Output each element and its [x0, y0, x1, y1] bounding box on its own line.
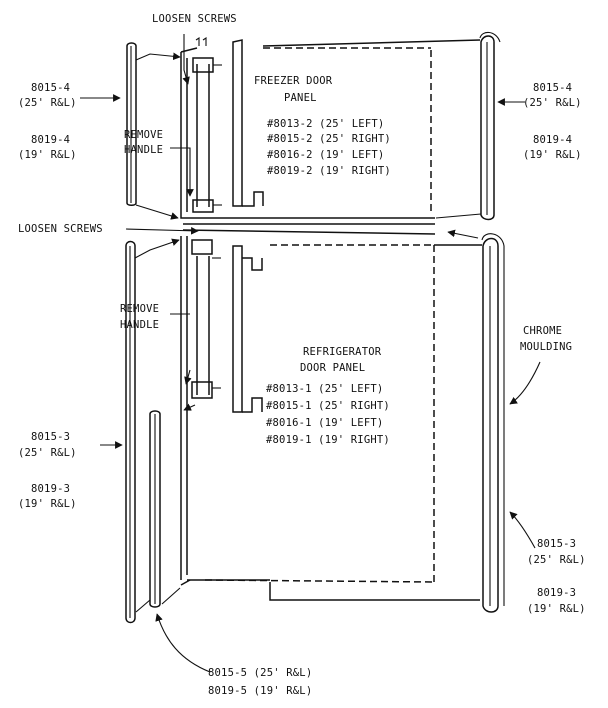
right-top-moulding [435, 31, 525, 221]
left-bottom-b-line2: (19' R&L) [18, 498, 77, 510]
freezer-part-2: #8015-2 (25' RIGHT) [267, 133, 391, 145]
left-top-b-line2: (19' R&L) [18, 149, 77, 161]
remove-handle-bottom-line2: HANDLE [120, 319, 159, 331]
right-bottom-a-line1: 8015-3 [537, 538, 576, 550]
remove-handle-top-line2: HANDLE [124, 144, 163, 156]
loosen-screws-middle-label: LOOSEN SCREWS [18, 223, 103, 235]
bottom-part-line2: 8019-5 (19' R&L) [208, 685, 312, 697]
remove-handle-top-line1: REMOVE [124, 129, 163, 141]
refrigerator-title-line1: REFRIGERATOR [303, 346, 382, 358]
refrigerator-door [170, 236, 482, 601]
freezer-title-line2: PANEL [284, 92, 317, 104]
right-bottom-moulding [481, 233, 541, 613]
left-top-moulding [80, 42, 181, 220]
chrome-moulding-line2: MOULDING [520, 341, 572, 353]
right-bottom-b-line1: 8019-3 [537, 587, 576, 599]
refrigerator-part-1: #8013-1 (25' LEFT) [266, 383, 383, 395]
refrigerator-title-line2: DOOR PANEL [300, 362, 365, 374]
refrigerator-part-2: #8015-1 (25' RIGHT) [266, 400, 390, 412]
left-bottom-moulding [100, 238, 181, 624]
left-bottom-a-line2: (25' R&L) [18, 447, 77, 459]
left-top-a-line1: 8015-4 [31, 82, 70, 94]
bottom-moulding-callout [155, 613, 211, 673]
right-top-a-line2: (25' R&L) [523, 97, 582, 109]
refrigerator-part-4: #8019-1 (19' RIGHT) [266, 434, 390, 446]
right-bottom-b-line2: (19' R&L) [527, 603, 586, 615]
freezer-part-3: #8016-2 (19' LEFT) [267, 149, 384, 161]
refrigerator-part-3: #8016-1 (19' LEFT) [266, 417, 383, 429]
left-bottom-b-line1: 8019-3 [31, 483, 70, 495]
left-bottom-a-line1: 8015-3 [31, 431, 70, 443]
right-top-b-line2: (19' R&L) [523, 149, 582, 161]
right-top-a-line1: 8015-4 [533, 82, 572, 94]
right-bottom-a-line2: (25' R&L) [527, 554, 586, 566]
freezer-part-4: #8019-2 (19' RIGHT) [267, 165, 391, 177]
freezer-title-line1: FREEZER DOOR [254, 75, 333, 87]
remove-handle-bottom-line1: REMOVE [120, 303, 159, 315]
freezer-part-1: #8013-2 (25' LEFT) [267, 118, 384, 130]
right-top-b-line1: 8019-4 [533, 134, 572, 146]
loosen-screws-top-label: LOOSEN SCREWS [152, 13, 237, 25]
loosen-screws-middle [125, 223, 479, 239]
bottom-part-line1: 8015-5 (25' R&L) [208, 667, 312, 679]
left-top-b-line1: 8019-4 [31, 134, 70, 146]
left-top-a-line2: (25' R&L) [18, 97, 77, 109]
chrome-moulding-line1: CHROME [523, 325, 562, 337]
freezer-door [170, 34, 481, 219]
